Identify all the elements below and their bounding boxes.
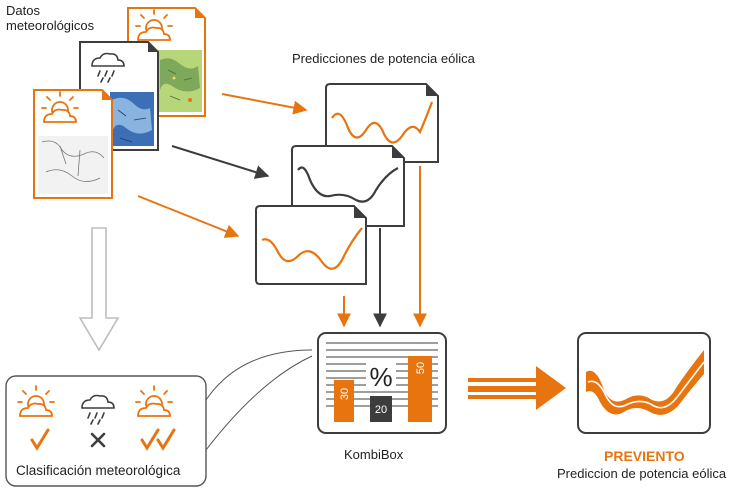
- percent-symbol: %: [369, 362, 392, 392]
- arrow-weather-to-pred1: [221, 93, 308, 115]
- kombibox-title: KombiBox: [344, 447, 404, 462]
- double-check-icon: [140, 428, 176, 451]
- kombibox: 30 20 50 %: [317, 332, 447, 434]
- prediction-doc-1: [325, 83, 439, 163]
- big-arrow-to-previento: [468, 366, 566, 410]
- previento-title: PREVIENTO: [604, 448, 685, 464]
- weather-data-title-line2: meteorológicos: [6, 17, 95, 33]
- kombibox-bar-20: [370, 396, 392, 422]
- kombibox-bar-label-20: 20: [375, 404, 387, 416]
- kombibox-bar-30: [334, 380, 354, 422]
- connector-curve-bottom: [205, 355, 313, 451]
- prediction-doc-3: [255, 205, 367, 285]
- classification-title: Clasificación meteorológica: [16, 463, 181, 478]
- weather-data-title-line1: Datos: [6, 3, 40, 18]
- wind-predictions-title: Predicciones de potencia eólica: [292, 51, 475, 66]
- connector-curve-top: [205, 349, 313, 401]
- weather-doc-front: [33, 89, 113, 199]
- kombibox-bar-label-50: 50: [415, 362, 427, 374]
- arrow-weather-to-pred3: [137, 195, 240, 238]
- arrow-weather-to-pred2: [171, 145, 270, 179]
- cross-icon: [90, 432, 106, 448]
- classification-box: [5, 375, 207, 487]
- arrow-down-to-classification: [78, 227, 120, 352]
- check-icon: [30, 428, 50, 451]
- weather-data-title: Datos meteorológicos: [6, 3, 95, 34]
- kombibox-bar-50: [408, 356, 432, 422]
- kombibox-bar-label-30: 30: [339, 388, 351, 400]
- previento-subtitle: Prediccion de potencia eólica: [557, 466, 727, 481]
- previento-box: [577, 332, 711, 434]
